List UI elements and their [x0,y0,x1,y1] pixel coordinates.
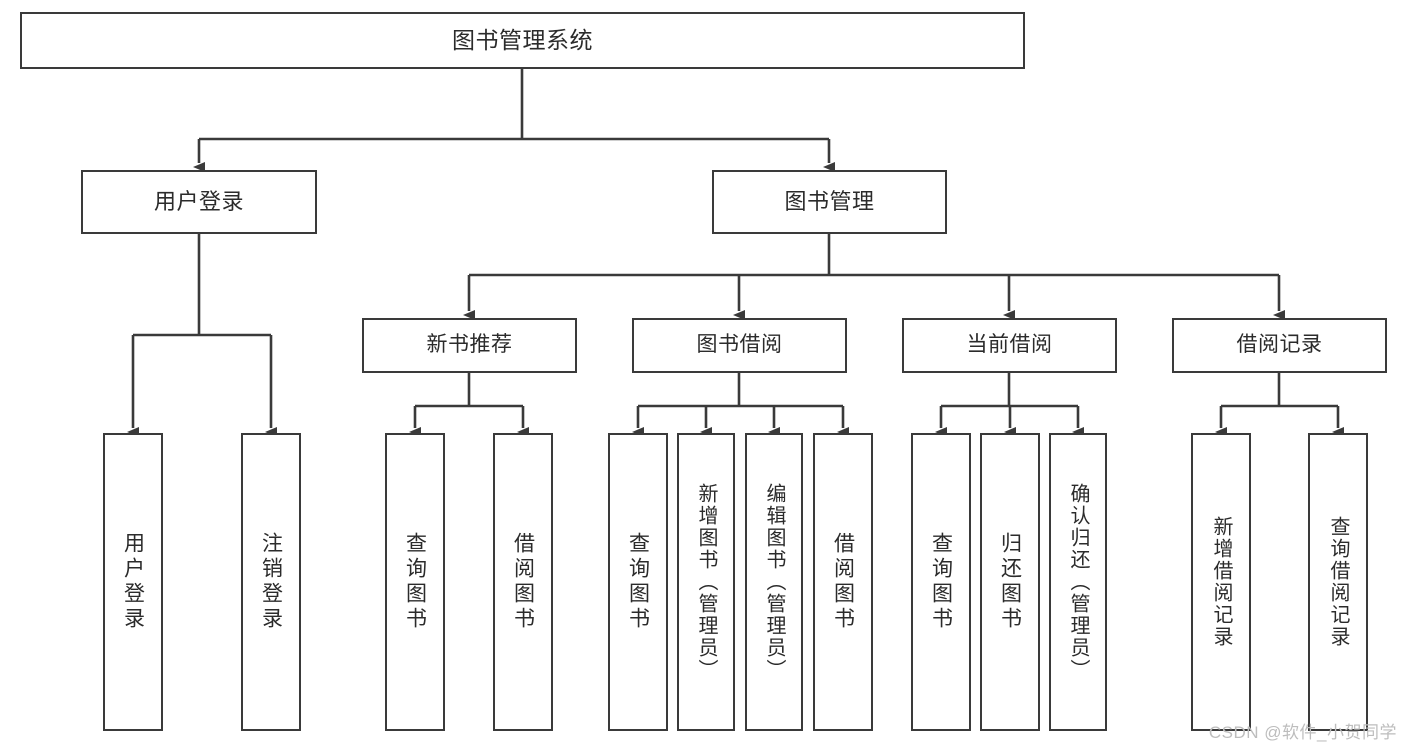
node-leaf-current-confirm-return-label: 确认归还（管理员） [1067,483,1089,681]
node-leaf-book-add-label: 新增图书（管理员） [695,483,717,681]
node-borrow-record[interactable]: 借阅记录 [1172,318,1387,373]
node-user-login[interactable]: 用户登录 [81,170,317,234]
node-leaf-user-login-signout-label: 注销登录 [259,532,283,632]
node-user-login-label: 用户登录 [153,189,244,215]
node-book-borrow[interactable]: 图书借阅 [632,318,847,373]
node-leaf-current-query-label: 查询图书 [929,532,953,632]
node-book-management[interactable]: 图书管理 [712,170,947,234]
node-leaf-record-query[interactable]: 查询借阅记录 [1308,433,1368,731]
node-leaf-current-query[interactable]: 查询图书 [911,433,971,731]
node-current-borrow-label: 当前借阅 [966,333,1053,357]
node-leaf-current-return[interactable]: 归还图书 [980,433,1040,731]
node-leaf-book-borrow-action-label: 借阅图书 [831,532,855,632]
node-book-management-label: 图书管理 [784,189,875,215]
node-new-book-recommend-label: 新书推荐 [426,333,513,357]
node-leaf-new-book-borrow[interactable]: 借阅图书 [493,433,553,731]
node-root-system-label: 图书管理系统 [452,26,593,53]
node-leaf-new-book-borrow-label: 借阅图书 [511,532,535,632]
node-new-book-recommend[interactable]: 新书推荐 [362,318,577,373]
node-leaf-book-add[interactable]: 新增图书（管理员） [677,433,735,731]
node-leaf-book-borrow-query-label: 查询图书 [626,532,650,632]
watermark-text: CSDN @软件_小贺同学 [1208,723,1397,742]
node-leaf-book-borrow-action[interactable]: 借阅图书 [813,433,873,731]
node-leaf-current-return-label: 归还图书 [998,532,1022,632]
node-book-borrow-label: 图书借阅 [696,333,783,357]
node-leaf-book-edit[interactable]: 编辑图书（管理员） [745,433,803,731]
node-leaf-user-login-signin[interactable]: 用户登录 [103,433,163,731]
node-leaf-user-login-signout[interactable]: 注销登录 [241,433,301,731]
node-leaf-record-add[interactable]: 新增借阅记录 [1191,433,1251,731]
node-borrow-record-label: 借阅记录 [1236,333,1323,357]
node-leaf-record-query-label: 查询借阅记录 [1327,516,1349,648]
node-leaf-book-edit-label: 编辑图书（管理员） [763,483,785,681]
node-leaf-current-confirm-return[interactable]: 确认归还（管理员） [1049,433,1107,731]
node-leaf-book-borrow-query[interactable]: 查询图书 [608,433,668,731]
node-leaf-new-book-query-label: 查询图书 [403,532,427,632]
node-current-borrow[interactable]: 当前借阅 [902,318,1117,373]
node-leaf-user-login-signin-label: 用户登录 [121,532,145,632]
node-leaf-record-add-label: 新增借阅记录 [1210,516,1232,648]
node-root-system[interactable]: 图书管理系统 [20,12,1025,69]
node-leaf-new-book-query[interactable]: 查询图书 [385,433,445,731]
